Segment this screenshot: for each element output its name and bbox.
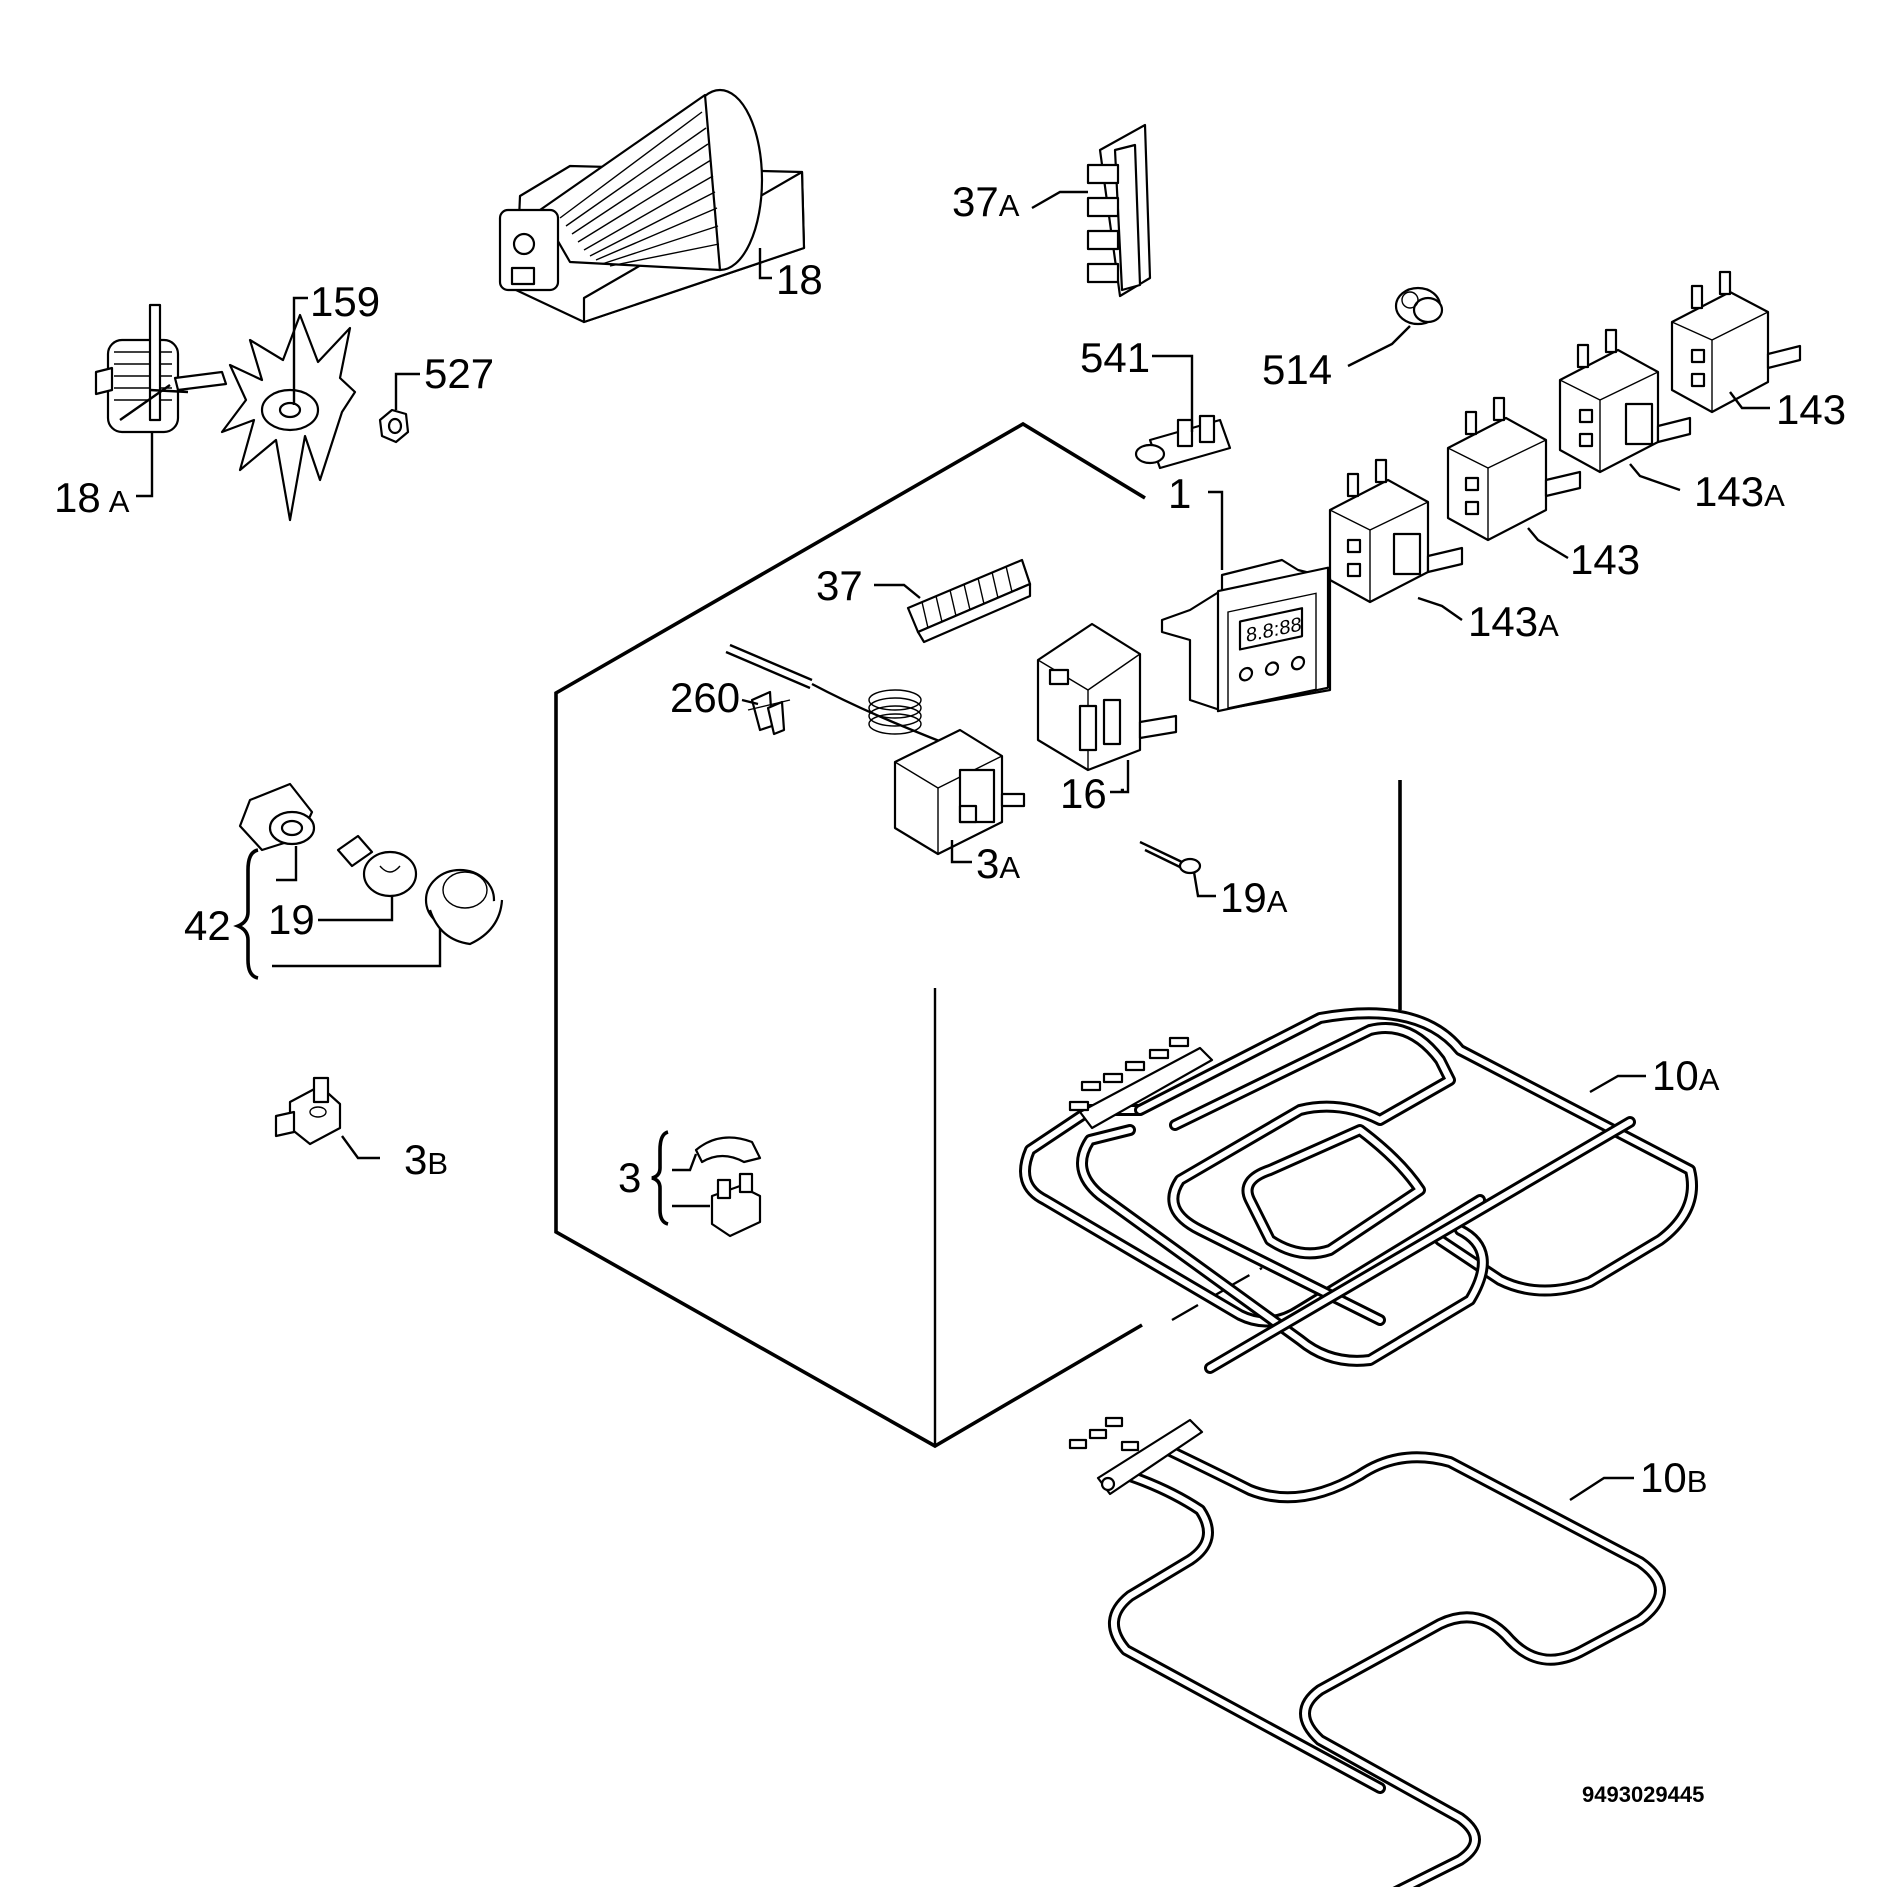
label-143-top: 143 (1776, 386, 1846, 433)
label-37a: 37A (952, 178, 1020, 225)
label-10b: 10B (1640, 1454, 1707, 1501)
clip-260-part (747, 690, 791, 736)
label-143-mid: 143 (1570, 536, 1640, 583)
label-3: 3 (618, 1154, 641, 1201)
selector-switch-part (1036, 622, 1178, 772)
lamp-bulb-part (336, 834, 418, 898)
heating-element-10b-part (1068, 1416, 1666, 1887)
lamp-cover-part (424, 868, 504, 946)
grommet-part (1394, 286, 1444, 326)
electronic-timer-part: 8.8:88 (1160, 558, 1332, 713)
label-1: 1 (1168, 470, 1191, 517)
lamp-sensor-part (1139, 840, 1202, 875)
label-3b: 3B (404, 1136, 448, 1183)
fan-motor-part (94, 303, 228, 434)
reference-number: 9493029445 (1582, 1782, 1704, 1807)
label-143a-mid: 143A (1468, 598, 1559, 645)
fan-nut-part (378, 408, 410, 444)
label-527: 527 (424, 350, 494, 397)
switch-143a-mid-part (1328, 458, 1464, 604)
heating-element-10a-part (1019, 1007, 1698, 1374)
label-19: 19 (268, 896, 315, 943)
microswitch-part (1134, 414, 1232, 470)
thermostat-3a-part (893, 728, 1026, 856)
label-3a: 3A (976, 840, 1020, 887)
label-37: 37 (816, 562, 863, 609)
thermal-cutout-3b-part (274, 1076, 342, 1146)
label-19a: 19A (1220, 874, 1288, 921)
switch-143a-top-part (1558, 328, 1692, 474)
switch-143-mid-part (1446, 396, 1582, 542)
switch-143-top-part (1670, 270, 1802, 414)
label-159: 159 (310, 278, 380, 325)
terminal-block-37-part (906, 558, 1032, 644)
terminal-block-37a-part (1086, 123, 1152, 298)
label-541: 541 (1080, 334, 1150, 381)
label-143a-top: 143A (1694, 468, 1785, 515)
label-260: 260 (670, 674, 740, 721)
label-16: 16 (1060, 770, 1107, 817)
label-42: 42 (184, 902, 231, 949)
thermal-cutout-3-part (694, 1136, 762, 1238)
leader-lines (136, 190, 1770, 1502)
label-514: 514 (1262, 346, 1332, 393)
label-10a: 10A (1652, 1052, 1720, 1099)
lamp-holder-part (238, 782, 316, 852)
fan-blade-part (220, 313, 357, 522)
label-18: 18 (776, 256, 823, 303)
oven-cabinet-outline (554, 421, 1402, 1449)
fan-housing-part (498, 88, 806, 324)
